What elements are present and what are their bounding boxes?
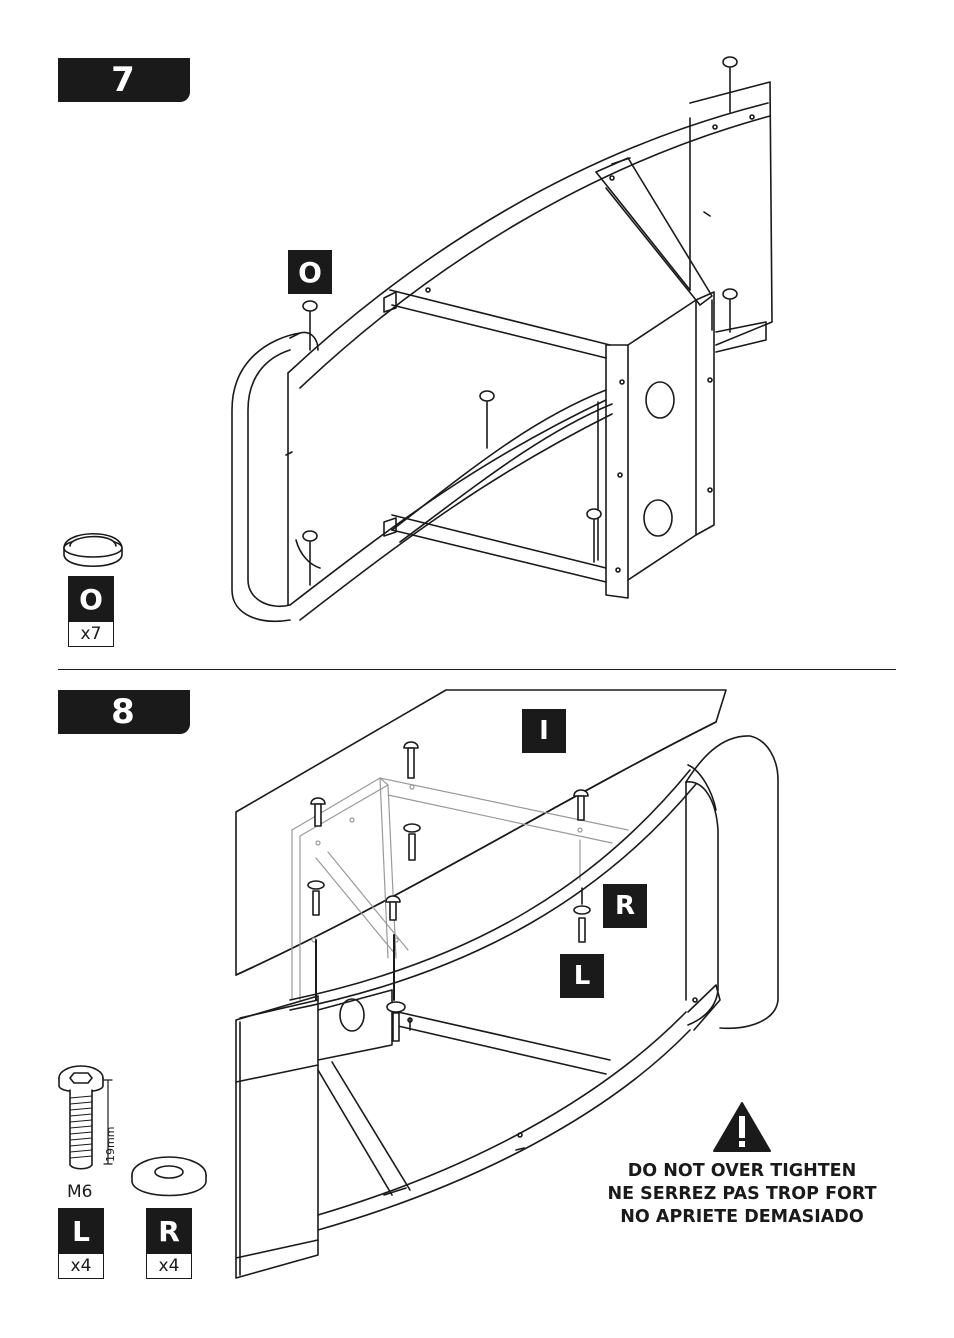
warning-line-en: DO NOT OVER TIGHTEN	[627, 1161, 857, 1181]
part-letter: R	[158, 1214, 180, 1248]
part-letter: L	[573, 961, 591, 991]
part-letter: L	[72, 1214, 90, 1248]
quantity-l: x4	[58, 1253, 104, 1279]
quantity-o: x7	[68, 621, 114, 647]
warning-text: DO NOT OVER TIGHTEN NE SERREZ PAS TROP F…	[590, 1160, 894, 1229]
step-divider	[58, 669, 896, 670]
part-letter: I	[539, 716, 549, 746]
bolt-size-label: M6	[67, 1182, 93, 1202]
part-legend-o: O	[68, 576, 114, 622]
warning-line-fr: NE SERREZ PAS TROP FORT	[607, 1184, 877, 1204]
quantity-r: x4	[146, 1253, 192, 1279]
step-number: 7	[111, 60, 137, 100]
warning-triangle-icon	[713, 1102, 771, 1152]
step-7-drawing	[231, 56, 773, 622]
step-7-badge: 7	[58, 58, 190, 102]
part-label-l: L	[560, 954, 604, 998]
part-legend-l: L	[58, 1208, 104, 1254]
washer-icon	[131, 1156, 207, 1197]
part-label-o: O	[288, 250, 332, 294]
step-8-badge: 8	[58, 690, 190, 734]
part-label-r: R	[603, 884, 647, 928]
part-letter: O	[298, 255, 322, 289]
step-number: 8	[111, 692, 137, 732]
bolt-set	[307, 741, 591, 1042]
warning-line-es: NO APRIETE DEMASIADO	[620, 1207, 864, 1227]
bolt-icon	[58, 1065, 113, 1170]
part-letter: O	[79, 582, 103, 616]
cap-icon	[63, 532, 123, 568]
bolt-length-label: 19mm	[104, 1126, 117, 1162]
step-8-drawing	[235, 689, 779, 1279]
part-letter: R	[614, 891, 636, 921]
part-legend-r: R	[146, 1208, 192, 1254]
part-label-i: I	[522, 709, 566, 753]
